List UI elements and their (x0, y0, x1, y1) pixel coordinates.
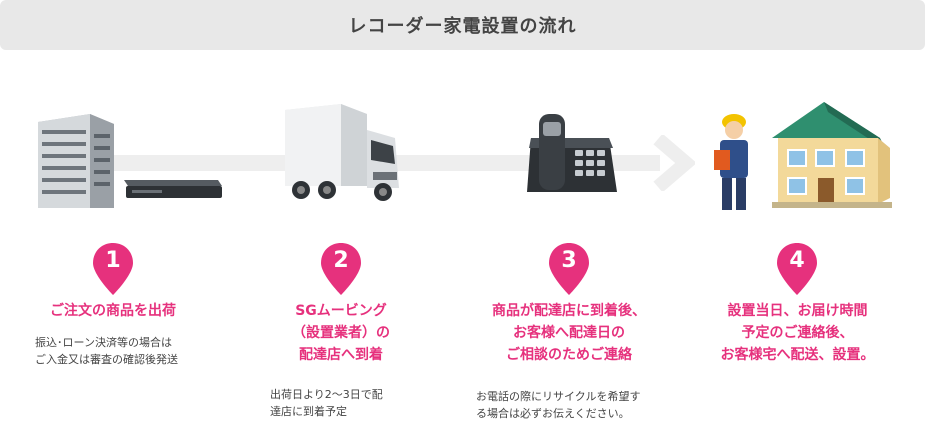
step-2-desc-line: 出荷日より2～3日で配 (270, 388, 383, 401)
step-3-desc-line: お電話の際にリサイクルを希望す (476, 390, 641, 403)
step-2-description: 出荷日より2～3日で配 達店に到着予定 (270, 386, 383, 420)
step-3-title-line: お客様へ配達日の (513, 325, 625, 341)
step-1-number: 1 (105, 248, 121, 273)
page-title: レコーダー家電設置の流れ (348, 16, 577, 37)
step-2-title-line: SGムービング (295, 303, 387, 319)
step-4-title-line: 設置当日、お届け時間 (727, 303, 868, 319)
step-3-description: お電話の際にリサイクルを希望す る場合は必ずお伝えください。 (476, 388, 640, 422)
step-3-pin-icon (549, 243, 589, 295)
step-2-title-line: （設置業者）の (292, 325, 390, 341)
telephone-icon (527, 114, 617, 192)
flow-arrow-icon (653, 135, 695, 191)
warehouse-building-and-recorder-icon (38, 114, 222, 208)
step-4-title: 設置当日、お届け時間 予定のご連絡後、 お客様宅へ配送、設置。 (700, 300, 895, 366)
step-2-number: 2 (333, 248, 349, 273)
step-3-title: 商品が配達店に到着後、 お客様へ配達日の ご相談のためご連絡 (474, 300, 664, 366)
step-4-title-line: お客様宅へ配送、設置。 (720, 347, 875, 363)
step-1-description: 振込･ローン決済等の場合は ご入金又は審査の確認後発送 (35, 334, 178, 368)
step-4-pin-icon (777, 243, 817, 295)
step-3-title-line: ご相談のためご連絡 (506, 347, 632, 363)
step-2-pin-icon (321, 243, 361, 295)
step-3-desc-line: る場合は必ずお伝えください。 (476, 407, 630, 420)
step-4-title-line: 予定のご連絡後、 (741, 325, 854, 341)
installer-and-house-icon (714, 102, 892, 210)
header-bar: レコーダー家電設置の流れ (0, 0, 925, 50)
step-4-number: 4 (789, 248, 805, 273)
step-3-number: 3 (561, 248, 577, 273)
step-1-pin-icon (93, 243, 133, 295)
step-1-title: ご注文の商品を出荷 (28, 300, 198, 322)
step-2-title: SGムービング （設置業者）の 配達店へ到着 (256, 300, 426, 366)
step-3-title-line: 商品が配達店に到着後、 (492, 303, 646, 319)
step-2-title-line: 配達店へ到着 (299, 347, 383, 363)
step-1-title-line: ご注文の商品を出荷 (50, 303, 176, 319)
step-1-desc-line: ご入金又は審査の確認後発送 (35, 353, 178, 366)
step-1-desc-line: 振込･ローン決済等の場合は (35, 336, 172, 349)
step-2-desc-line: 達店に到着予定 (270, 405, 347, 418)
delivery-truck-icon (285, 104, 399, 201)
